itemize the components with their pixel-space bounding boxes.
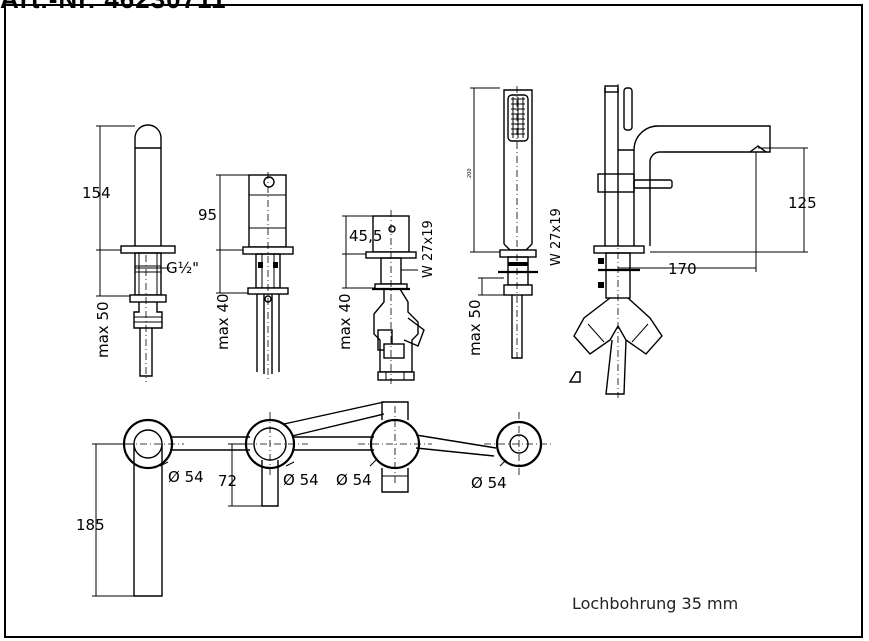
dim-plan-diameter-3: Ø 54 <box>336 471 372 489</box>
footnote-hole-size: Lochbohrung 35 mm <box>572 594 739 613</box>
dim-plan-spout-length: 185 <box>76 516 105 534</box>
dim-plan-diameter-2: Ø 54 <box>283 471 319 489</box>
dim-shower-thread: W 27x19 <box>549 208 564 266</box>
dim-plan-diameter-4: Ø 54 <box>471 474 507 492</box>
dim-plan-offset: 72 <box>218 472 237 490</box>
dim-handle-height: 95 <box>198 206 217 224</box>
hand-shower-view <box>470 86 538 362</box>
dim-diverter-height: 45,5 <box>349 227 382 245</box>
dim-diverter-max-below: max 40 <box>336 293 354 350</box>
dim-handle-max-below: max 40 <box>214 293 232 350</box>
handle-mixer-view <box>216 172 294 380</box>
dim-plan-diameter-1: Ø 54 <box>168 468 204 486</box>
diverter-view <box>342 210 425 384</box>
dim-spout-height: 154 <box>82 184 111 202</box>
dim-spout-max-below: max 50 <box>94 301 112 358</box>
dim-shower-height: 200 <box>467 168 473 178</box>
article-number-title: Art.-Nr. 46230711 <box>0 0 227 15</box>
dim-thread: G½" <box>166 259 199 277</box>
spout-front-view <box>96 124 176 382</box>
dim-diverter-thread: W 27x19 <box>421 220 436 278</box>
side-view <box>568 84 808 398</box>
shower-nozzle-pattern <box>511 97 525 138</box>
drawing-frame <box>4 4 863 638</box>
dim-side-height: 125 <box>788 194 817 212</box>
dim-shower-max-below: max 50 <box>466 299 484 356</box>
dim-side-length: 170 <box>668 260 697 278</box>
plan-view <box>92 401 554 597</box>
